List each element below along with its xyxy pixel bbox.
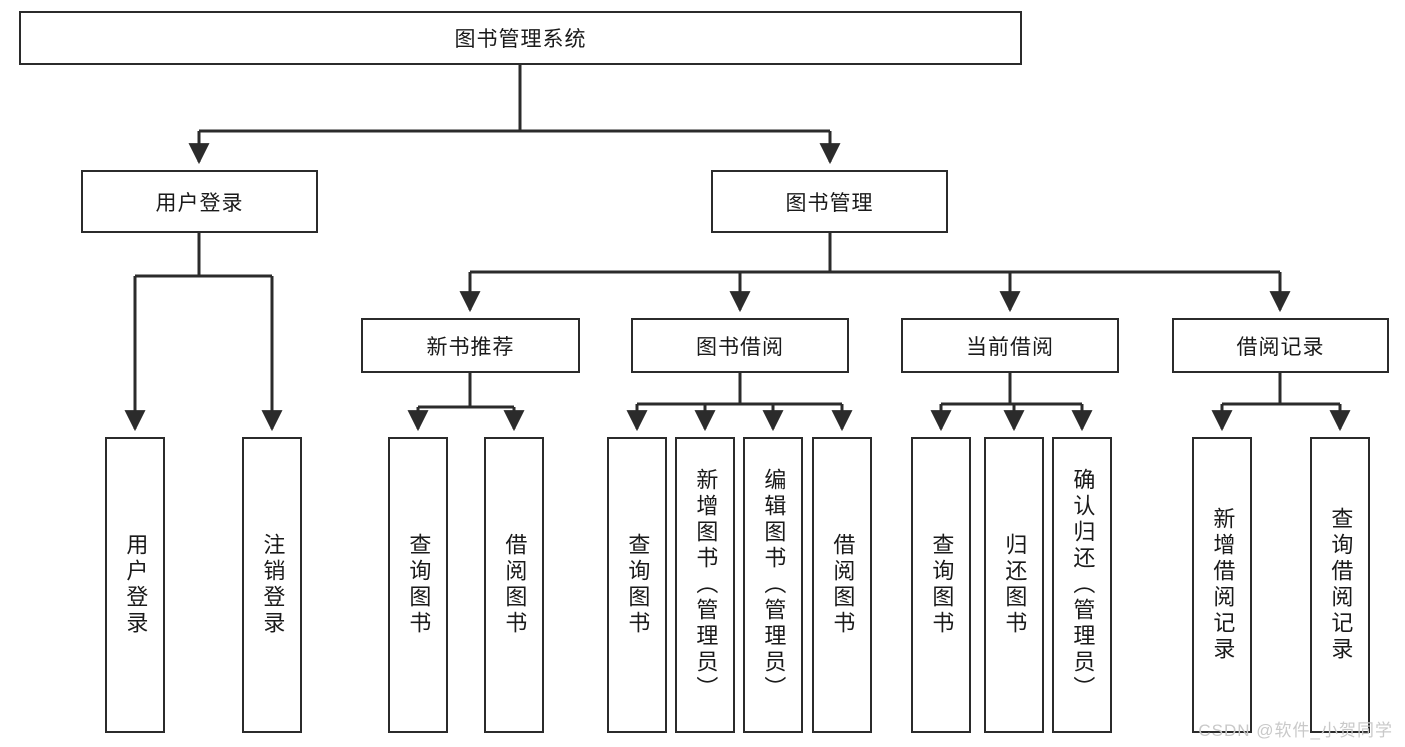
leaf-return-book[interactable]: 归还图书 (984, 437, 1044, 733)
leaf-label: 新增借阅记录 (1210, 507, 1236, 663)
leaf-logout[interactable]: 注销登录 (242, 437, 302, 733)
leaf-add-book[interactable]: 新增图书（管理员） (675, 437, 735, 733)
leaf-add-record[interactable]: 新增借阅记录 (1192, 437, 1252, 733)
node-book-borrow[interactable]: 图书借阅 (631, 318, 849, 373)
leaf-edit-book[interactable]: 编辑图书（管理员） (743, 437, 803, 733)
csdn-watermark: CSDN @软件_小贺同学 (1198, 721, 1393, 740)
leaf-borrow-book-1[interactable]: 借阅图书 (484, 437, 544, 733)
leaf-user-login[interactable]: 用户登录 (105, 437, 165, 733)
leaf-label: 用户登录 (123, 533, 149, 637)
node-borrow-record[interactable]: 借阅记录 (1172, 318, 1389, 373)
leaf-label: 借阅图书 (830, 533, 856, 637)
leaf-query-book-3[interactable]: 查询图书 (911, 437, 971, 733)
leaf-query-book-2[interactable]: 查询图书 (607, 437, 667, 733)
node-book-manage[interactable]: 图书管理 (711, 170, 948, 233)
leaf-label: 编辑图书（管理员） (761, 468, 787, 702)
leaf-label: 查询图书 (406, 533, 432, 637)
leaf-label: 注销登录 (260, 533, 286, 637)
leaf-label: 新增图书（管理员） (693, 468, 719, 702)
leaf-confirm-return[interactable]: 确认归还（管理员） (1052, 437, 1112, 733)
leaf-label: 查询借阅记录 (1328, 507, 1354, 663)
leaf-label: 查询图书 (625, 533, 651, 637)
leaf-query-record[interactable]: 查询借阅记录 (1310, 437, 1370, 733)
node-user-login[interactable]: 用户登录 (81, 170, 318, 233)
node-root[interactable]: 图书管理系统 (19, 11, 1022, 65)
leaf-query-book-1[interactable]: 查询图书 (388, 437, 448, 733)
leaf-borrow-book-2[interactable]: 借阅图书 (812, 437, 872, 733)
leaf-label: 查询图书 (929, 533, 955, 637)
leaf-label: 归还图书 (1002, 533, 1028, 637)
leaf-label: 借阅图书 (502, 533, 528, 637)
node-current-borrow[interactable]: 当前借阅 (901, 318, 1119, 373)
node-new-book-recommend[interactable]: 新书推荐 (361, 318, 580, 373)
leaf-label: 确认归还（管理员） (1070, 468, 1096, 702)
